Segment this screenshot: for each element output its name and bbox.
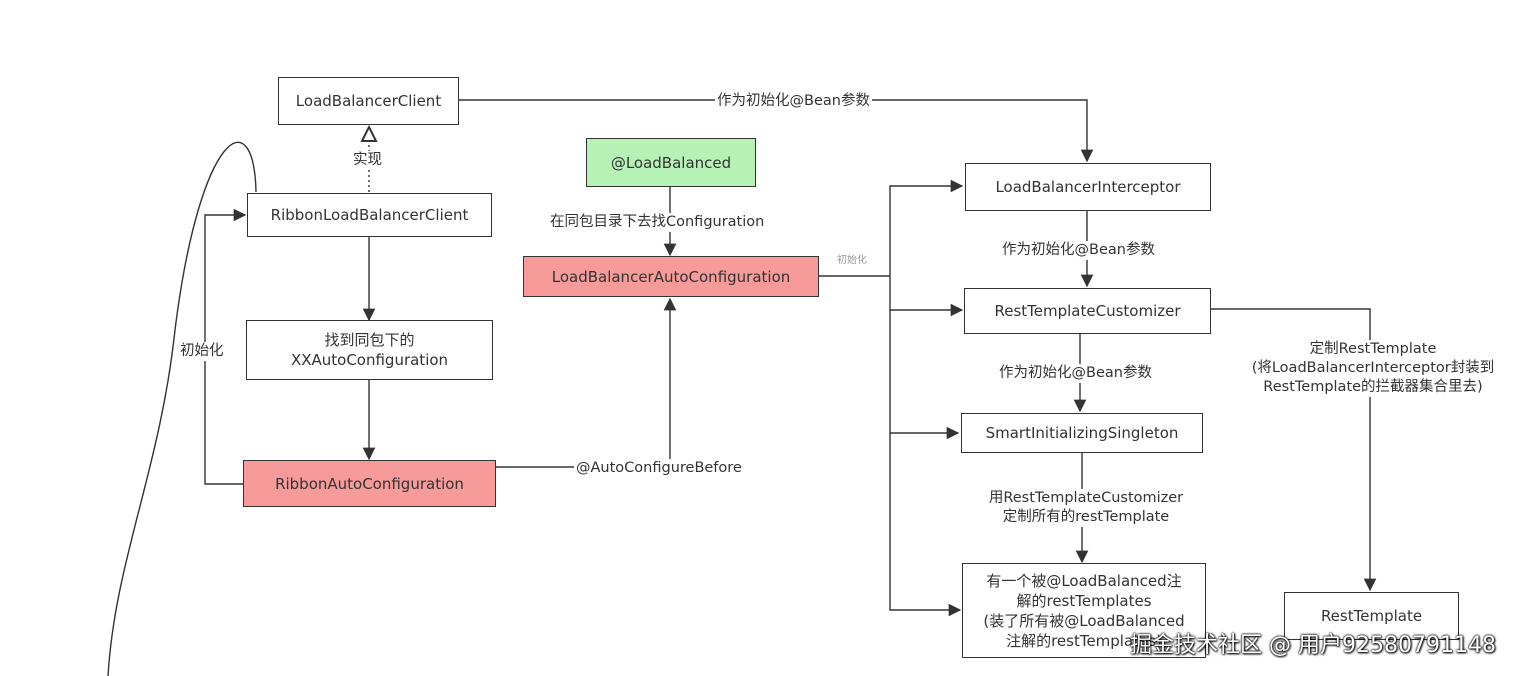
node-label-line1: 有一个被@LoadBalanced注 [986, 571, 1182, 590]
edge-label-line2: (将LoadBalancerInterceptor封装到 [1251, 360, 1495, 376]
node-load-balanced-rest-templates: 有一个被@LoadBalanced注 解的restTemplates (装了所有… [962, 563, 1206, 658]
node-smart-initializing-singleton: SmartInitializingSingleton [961, 413, 1203, 453]
edge-label-init-param-2: 作为初始化@Bean参数 [997, 364, 1154, 383]
node-load-balancer-client: LoadBalancerClient [278, 77, 459, 125]
edge-label-init-param-1: 作为初始化@Bean参数 [1000, 241, 1157, 260]
edge-lbac-rtc [889, 276, 964, 317]
node-label-line2: 解的restTemplates [1016, 591, 1152, 610]
node-label-line1: 找到同包下的 [324, 331, 415, 349]
node-label-line4: 注解的restTemplates) [1006, 631, 1162, 650]
edge-label-line3: RestTemplate的拦截器集合里去) [1263, 379, 1483, 395]
curve-edge [107, 141, 257, 676]
edge-label-implements: 实现 [351, 151, 384, 170]
node-label: SmartInitializingSingleton [985, 424, 1179, 442]
node-label: LoadBalancerAutoConfiguration [551, 267, 791, 286]
node-label-line3: (装了所有被@LoadBalanced [983, 611, 1185, 630]
node-label: RibbonAutoConfiguration [275, 474, 464, 493]
edge-label-customize: 用RestTemplateCustomizer 定制所有的restTemplat… [974, 489, 1198, 527]
edge-label-init-small: 初始化 [835, 255, 869, 267]
node-ribbon-load-balancer-client: RibbonLoadBalancerClient [247, 193, 492, 237]
node-label-line2: XXAutoConfiguration [290, 351, 449, 369]
node-label: RestTemplate [1320, 607, 1423, 625]
edge-lbc-lbi [458, 99, 1094, 163]
node-rest-template: RestTemplate [1284, 592, 1459, 640]
edge-lbac-list [889, 433, 962, 617]
node-ribbon-auto-configuration: RibbonAutoConfiguration [243, 460, 496, 507]
edge-rac-lbac [495, 297, 677, 468]
edge-lbac-sis [889, 310, 960, 440]
edge-label-custom-rest-template: 定制RestTemplate (将LoadBalancerInterceptor… [1232, 340, 1514, 397]
edge-label-line1: 定制RestTemplate [1309, 341, 1437, 357]
node-label: @LoadBalanced [610, 153, 732, 172]
edge-label-line1: 用RestTemplateCustomizer [988, 490, 1184, 506]
node-label: RibbonLoadBalancerClient [270, 206, 469, 224]
node-load-balanced: @LoadBalanced [586, 138, 756, 187]
node-load-balancer-auto-configuration: LoadBalancerAutoConfiguration [523, 256, 819, 297]
watermark: 掘金技术社区 @ 用户92580791148 [1130, 633, 1496, 658]
node-find-autoconfiguration: 找到同包下的 XXAutoConfiguration [246, 320, 493, 380]
edge-label-auto-before: @AutoConfigureBefore [574, 459, 744, 478]
edge-label-search-config: 在同包目录下去找Configuration [548, 213, 767, 232]
edge-label-init: 初始化 [178, 342, 226, 361]
node-label: LoadBalancerInterceptor [995, 178, 1181, 196]
edge-label-init-param-top: 作为初始化@Bean参数 [715, 92, 872, 111]
node-rest-template-customizer: RestTemplateCustomizer [964, 288, 1211, 334]
node-label: LoadBalancerClient [295, 92, 442, 110]
node-load-balancer-interceptor: LoadBalancerInterceptor [965, 163, 1211, 211]
edge-lbac-lbi [889, 179, 964, 276]
edge-rtc-rt [1210, 308, 1377, 592]
node-label: RestTemplateCustomizer [994, 302, 1181, 320]
edge-label-line2: 定制所有的restTemplate [1002, 509, 1170, 525]
